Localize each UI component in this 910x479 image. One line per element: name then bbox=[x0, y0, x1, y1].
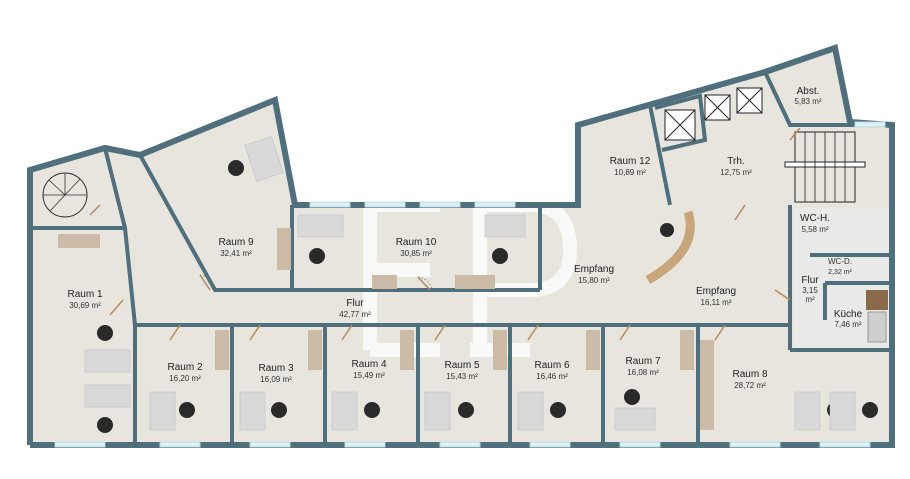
windows bbox=[54, 121, 886, 448]
room-label-wc-h: WC-H.5,58 m² bbox=[800, 213, 830, 234]
svg-text:Raum 4: Raum 4 bbox=[351, 359, 386, 370]
room-label-raum2: Raum 216,20 m² bbox=[167, 362, 202, 383]
room-label-raum5: Raum 515,43 m² bbox=[444, 360, 479, 381]
svg-text:3,15: 3,15 bbox=[802, 286, 818, 295]
elevator-icons bbox=[664, 87, 763, 141]
svg-text:Abst.: Abst. bbox=[797, 86, 820, 97]
svg-text:30,69 m²: 30,69 m² bbox=[69, 301, 101, 310]
svg-text:15,80 m²: 15,80 m² bbox=[578, 276, 610, 285]
doors[interactable] bbox=[89, 127, 801, 341]
svg-text:Raum 7: Raum 7 bbox=[625, 356, 660, 367]
office-furniture bbox=[58, 136, 888, 433]
svg-text:Raum 1: Raum 1 bbox=[67, 289, 102, 300]
svg-text:Empfang: Empfang bbox=[696, 286, 736, 297]
svg-text:30,85 m²: 30,85 m² bbox=[400, 249, 432, 258]
svg-text:12,75 m²: 12,75 m² bbox=[720, 168, 752, 177]
svg-text:WC-D.: WC-D. bbox=[828, 257, 852, 266]
room-label-wc-d: WC-D. 2,32 m² bbox=[828, 257, 853, 276]
room-label-raum9: Raum 932,41 m² bbox=[218, 237, 253, 258]
svg-text:5,58 m²: 5,58 m² bbox=[801, 225, 828, 234]
room-label-raum8: Raum 828,72 m² bbox=[732, 369, 767, 390]
svg-text:Küche: Küche bbox=[834, 309, 863, 320]
svg-text:m²: m² bbox=[805, 295, 815, 304]
svg-text:Empfang: Empfang bbox=[574, 264, 614, 275]
svg-text:42,77 m²: 42,77 m² bbox=[339, 310, 371, 319]
room-label-raum3: Raum 316,09 m² bbox=[258, 363, 293, 384]
svg-text:10,89 m²: 10,89 m² bbox=[614, 168, 646, 177]
room-label-raum4: Raum 415,49 m² bbox=[351, 359, 386, 380]
svg-text:WC-H.: WC-H. bbox=[800, 213, 830, 224]
svg-text:5,83 m²: 5,83 m² bbox=[794, 97, 821, 106]
room-label-raum6: Raum 616,46 m² bbox=[534, 360, 569, 381]
room-label-raum7: Raum 716,08 m² bbox=[625, 356, 660, 377]
svg-text:7,46 m²: 7,46 m² bbox=[834, 320, 861, 329]
room-label-abst: Abst.5,83 m² bbox=[794, 86, 821, 106]
svg-text:Raum 2: Raum 2 bbox=[167, 362, 202, 373]
svg-text:2,32 m²: 2,32 m² bbox=[828, 269, 852, 276]
svg-text:16,11 m²: 16,11 m² bbox=[701, 298, 732, 307]
room-label-trh: Trh.12,75 m² bbox=[720, 156, 752, 177]
svg-text:Raum 9: Raum 9 bbox=[218, 237, 253, 248]
staircase-icon bbox=[784, 131, 866, 203]
spiral-staircase-icon bbox=[42, 172, 88, 218]
svg-text:Raum 8: Raum 8 bbox=[732, 369, 767, 380]
svg-text:28,72 m²: 28,72 m² bbox=[734, 381, 766, 390]
svg-text:16,09 m²: 16,09 m² bbox=[260, 375, 292, 384]
svg-text:Flur: Flur bbox=[801, 275, 819, 286]
svg-text:Flur: Flur bbox=[346, 298, 364, 309]
svg-text:16,08 m²: 16,08 m² bbox=[627, 368, 659, 377]
chair-icon bbox=[660, 223, 674, 237]
svg-text:Raum 12: Raum 12 bbox=[610, 156, 651, 167]
svg-text:15,43 m²: 15,43 m² bbox=[446, 372, 478, 381]
reception-desk bbox=[645, 210, 695, 284]
svg-text:16,20 m²: 16,20 m² bbox=[169, 374, 201, 383]
svg-text:Raum 5: Raum 5 bbox=[444, 360, 479, 371]
svg-text:32,41 m²: 32,41 m² bbox=[220, 249, 252, 258]
svg-text:Raum 6: Raum 6 bbox=[534, 360, 569, 371]
room-label-raum1: Raum 130,69 m² bbox=[67, 289, 102, 310]
svg-text:Trh.: Trh. bbox=[727, 156, 744, 167]
svg-text:15,49 m²: 15,49 m² bbox=[353, 371, 385, 380]
svg-text:Raum 3: Raum 3 bbox=[258, 363, 293, 374]
svg-text:16,46 m²: 16,46 m² bbox=[536, 372, 568, 381]
svg-text:Raum 10: Raum 10 bbox=[396, 237, 437, 248]
